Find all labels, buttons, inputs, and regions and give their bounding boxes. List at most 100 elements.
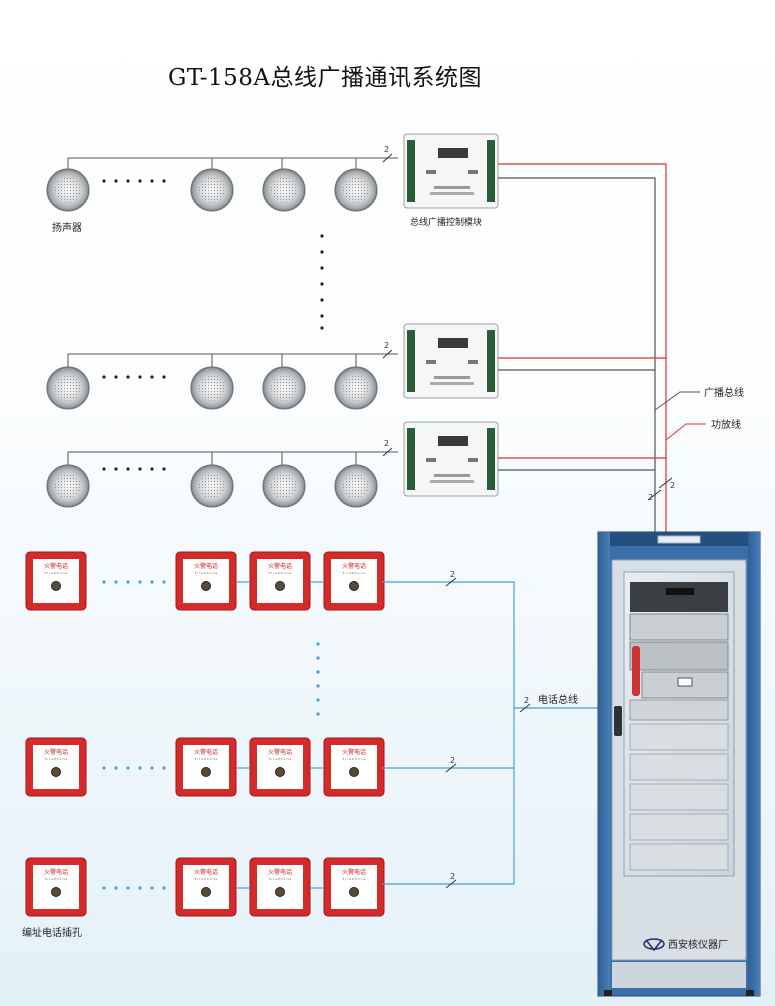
phone-jack-subtext: F i r e P h o n e <box>195 571 218 575</box>
phone-jack-subtext: F i r e P h o n e <box>343 571 366 575</box>
speaker-icon <box>262 464 306 508</box>
speaker-icon <box>190 366 234 410</box>
wire-count-label: 2 <box>450 872 455 881</box>
phone-jack-subtext: F i r e P h o n e <box>195 757 218 761</box>
phone-bus-label: 电话总线 <box>538 693 578 706</box>
phone-jack-text: 火警电话 <box>342 868 366 876</box>
speaker-icon <box>262 168 306 212</box>
wire-count-label: 2 <box>648 493 653 502</box>
speaker-icon <box>334 168 378 212</box>
wire-count-label: 2 <box>384 439 389 448</box>
phone-jack-subtext: F i r e P h o n e <box>343 877 366 881</box>
phone-jack-subtext: F i r e P h o n e <box>269 757 292 761</box>
speaker-icon <box>46 366 90 410</box>
ellipsis-dot <box>102 580 106 584</box>
broadcast-bus-label: 广播总线 <box>704 386 744 399</box>
ellipsis-dot <box>114 766 118 770</box>
wire-count-label: 2 <box>670 481 675 490</box>
ellipsis-dot <box>126 766 130 770</box>
wire-count-label: 2 <box>450 756 455 765</box>
wire-count-label: 2 <box>450 570 455 579</box>
control-cabinet: 西安核仪器厂 <box>597 531 761 997</box>
phone-jack-subtext: F i r e P h o n e <box>269 571 292 575</box>
speaker-icon <box>334 366 378 410</box>
manufacturer-label: 西安核仪器厂 <box>668 938 728 951</box>
phone-jack-text: 火警电话 <box>44 868 68 876</box>
speaker-row-1: 扬声器 2 <box>46 145 398 234</box>
wire-count-label: 2 <box>384 145 389 154</box>
phone-jack-text: 火警电话 <box>342 562 366 570</box>
speaker-icon <box>190 168 234 212</box>
broadcast-module <box>403 323 499 399</box>
ellipsis-dot <box>150 580 154 584</box>
phone-jack-text: 火警电话 <box>268 562 292 570</box>
broadcast-bus-wiring: 2 2 <box>498 163 706 538</box>
phone-jack-subtext: F i r e P h o n e <box>269 877 292 881</box>
phone-jack-text: 火警电话 <box>268 868 292 876</box>
speaker-icon <box>334 464 378 508</box>
wire-count-label: 2 <box>524 696 529 705</box>
phone-jack-subtext: F i r e P h o n e <box>343 757 366 761</box>
ellipsis-dot <box>114 580 118 584</box>
ellipsis-dots <box>102 179 166 183</box>
phone-jack-text: 火警电话 <box>44 748 68 756</box>
ellipsis-dot <box>162 580 166 584</box>
ellipsis-dots-vertical <box>316 642 320 716</box>
ellipsis-dot <box>102 886 106 890</box>
phone-jack-label: 编址电话插孔 <box>22 926 82 939</box>
phone-jack-subtext: F i r e P h o n e <box>45 571 68 575</box>
ellipsis-dot <box>114 886 118 890</box>
speaker-icon <box>262 366 306 410</box>
broadcast-module <box>403 421 499 497</box>
speaker-label: 扬声器 <box>52 221 82 234</box>
wire-count-label: 2 <box>384 341 389 350</box>
power-amp-line-label: 功放线 <box>711 418 741 431</box>
speaker-icon <box>46 168 90 212</box>
phone-jack-text: 火警电话 <box>194 562 218 570</box>
phone-jack-subtext: F i r e P h o n e <box>45 757 68 761</box>
phone-jack-text: 火警电话 <box>342 748 366 756</box>
ellipsis-dot <box>138 766 142 770</box>
ellipsis-dots <box>102 467 166 471</box>
ellipsis-dots-vertical <box>320 234 324 330</box>
ellipsis-dot <box>126 886 130 890</box>
phone-jack-subtext: F i r e P h o n e <box>45 877 68 881</box>
phone-jack-subtext: F i r e P h o n e <box>195 877 218 881</box>
phone-jack-text: 火警电话 <box>194 868 218 876</box>
ellipsis-dot <box>138 886 142 890</box>
ellipsis-dot <box>150 766 154 770</box>
ellipsis-dot <box>162 886 166 890</box>
ellipsis-dot <box>126 580 130 584</box>
ellipsis-dot <box>162 766 166 770</box>
broadcast-module <box>403 133 499 209</box>
phone-bus-wiring: 2 2 2 2 <box>382 570 602 889</box>
manufacturer-logo <box>643 938 665 952</box>
phone-jack-text: 火警电话 <box>44 562 68 570</box>
phone-jack-text: 火警电话 <box>268 748 292 756</box>
broadcast-module-label: 总线广播控制模块 <box>410 216 482 228</box>
page-title: GT-158A总线广播通讯系统图 <box>168 65 483 91</box>
ellipsis-dot <box>102 766 106 770</box>
speaker-row-3: 2 <box>46 439 398 508</box>
speaker-icon <box>190 464 234 508</box>
ellipsis-dot <box>150 886 154 890</box>
speaker-icon <box>46 464 90 508</box>
phone-jack-text: 火警电话 <box>194 748 218 756</box>
speaker-bus-line <box>67 451 398 470</box>
ellipsis-dots <box>102 375 166 379</box>
ellipsis-dot <box>138 580 142 584</box>
speaker-bus-line <box>67 353 398 372</box>
